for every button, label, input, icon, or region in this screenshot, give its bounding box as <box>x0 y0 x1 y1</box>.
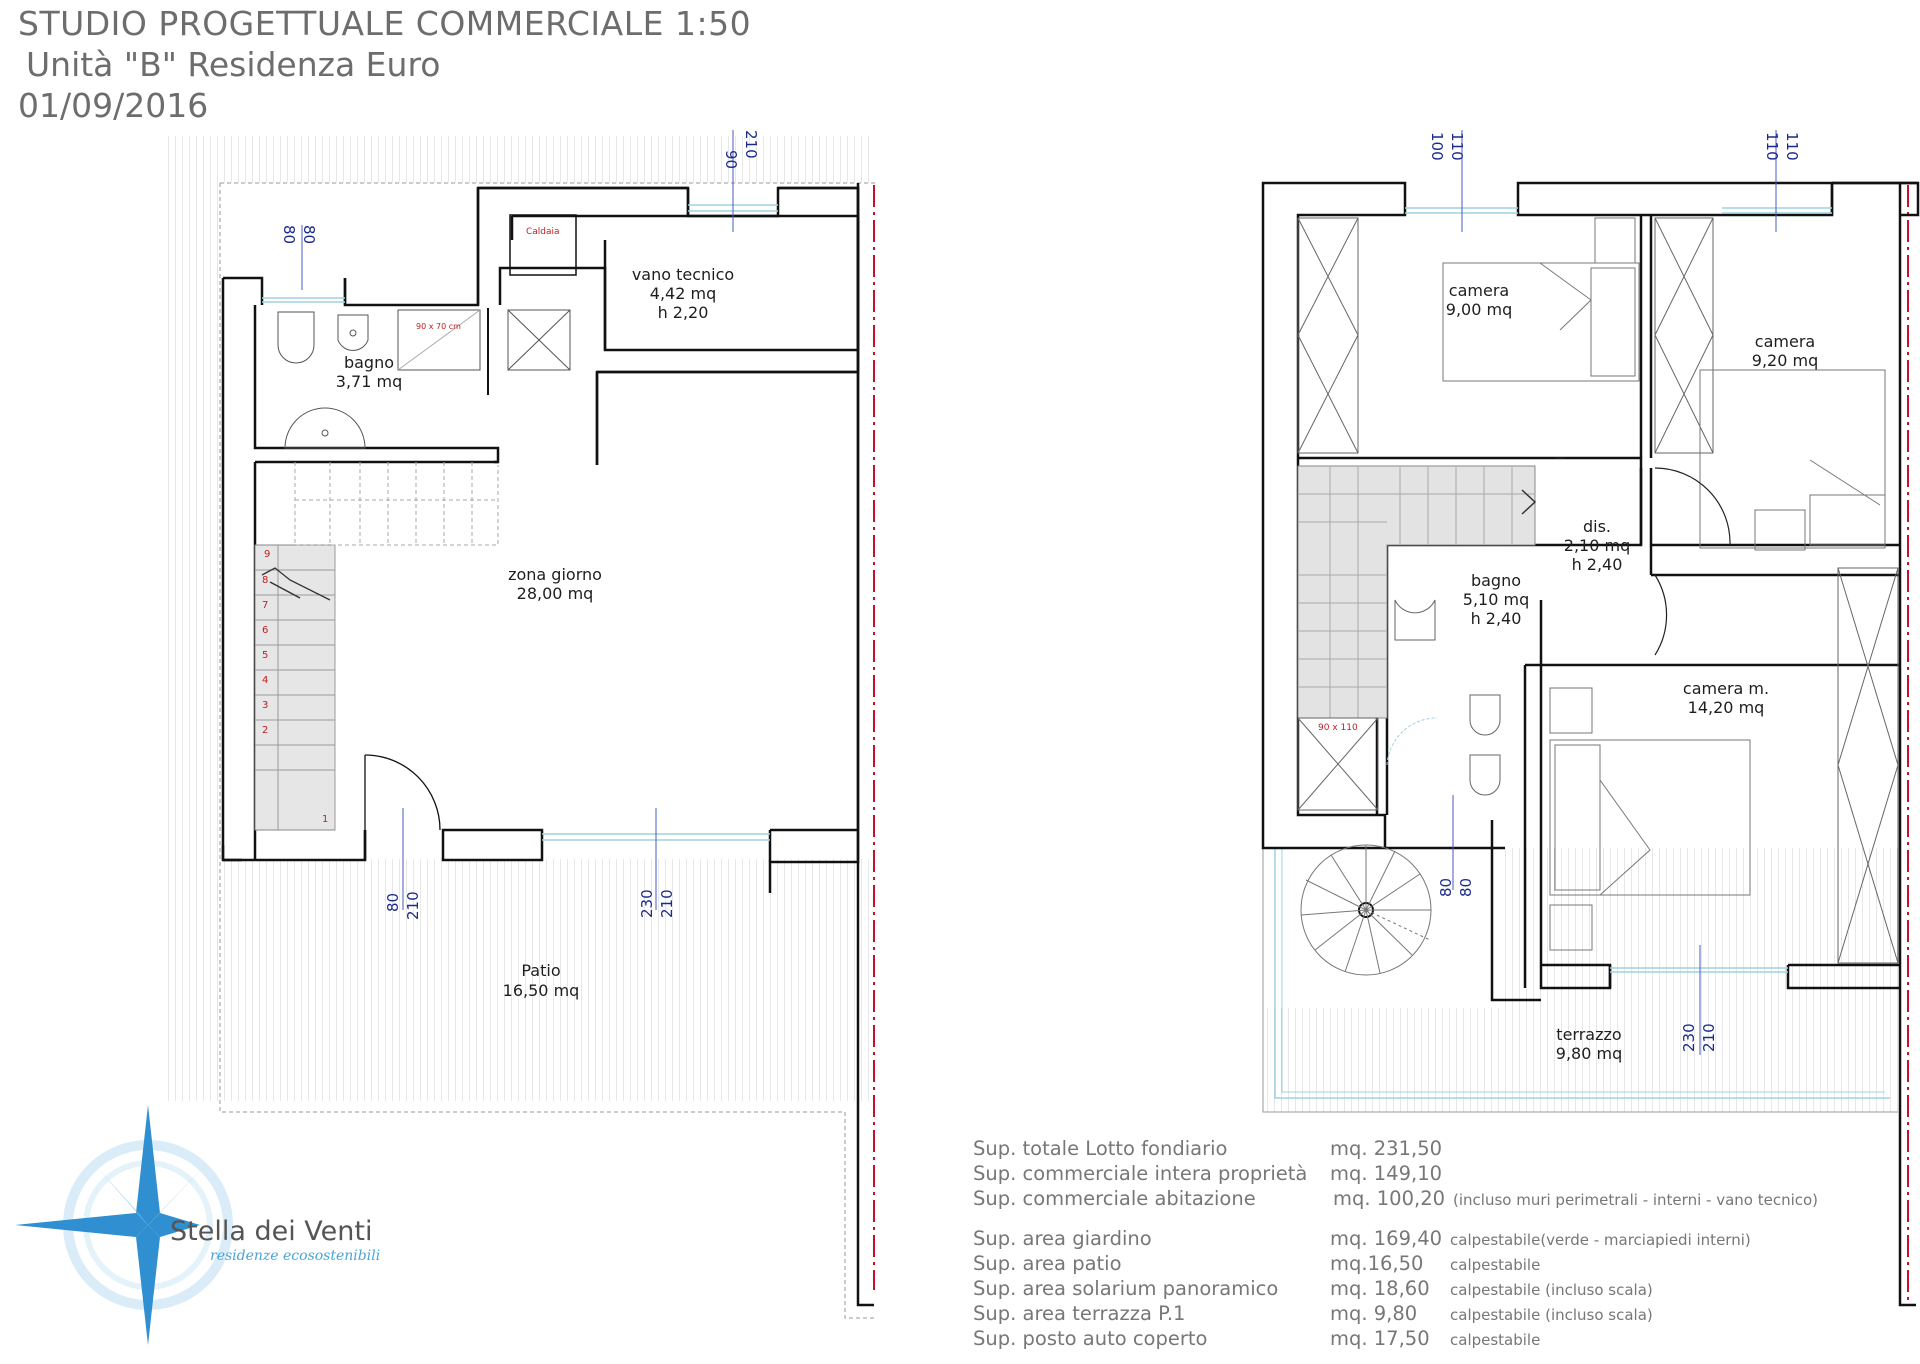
area-note: calpestabile <box>1450 1331 1541 1349</box>
patio-door-swing <box>364 754 441 831</box>
dis-area: 2,10 mq <box>1564 536 1630 555</box>
camera-m-name: camera m. <box>1683 679 1769 698</box>
stella-dei-venti-logo <box>15 1105 233 1345</box>
stair-step-4: 4 <box>262 675 268 686</box>
stair-step-1: 1 <box>322 814 328 825</box>
first-door-swings <box>1555 457 1731 656</box>
area-note: calpestabile <box>1450 1256 1541 1274</box>
ground-bagno-area: 3,71 mq <box>336 372 402 391</box>
area-note: (incluso muri perimetrali - interni - va… <box>1453 1191 1819 1209</box>
drawing-date: 01/09/2016 <box>18 86 209 125</box>
caldaia-label: Caldaia <box>526 227 560 237</box>
vano-tecnico-area: 4,42 mq <box>650 284 716 303</box>
drawing-title: STUDIO PROGETTUALE COMMERCIALE 1:50 <box>18 4 752 43</box>
area-value: mq. 169,40 <box>1330 1227 1443 1250</box>
dim-bath-80a: 80 <box>280 225 298 244</box>
area-label: Sup. commerciale intera proprietà <box>973 1162 1308 1185</box>
area-label: Sup. area solarium panoramico <box>973 1277 1279 1300</box>
dim-c1-110: 110 <box>1448 132 1466 161</box>
stair-step-6: 6 <box>262 625 268 636</box>
dim-bagno-80a: 80 <box>1437 878 1455 897</box>
area-value: mq.16,50 <box>1330 1252 1424 1275</box>
dim-door-210: 210 <box>404 891 422 920</box>
first-windows <box>1405 207 1832 973</box>
stair-step-9: 9 <box>264 549 270 560</box>
stair-step-8: 8 <box>262 575 268 586</box>
area-value: mq. 100,20 <box>1333 1187 1446 1210</box>
patio-area: 16,50 mq <box>503 981 580 1000</box>
area-label: Sup. area terrazza P.1 <box>973 1302 1186 1325</box>
area-value: mq. 18,60 <box>1330 1277 1430 1300</box>
area-value: mq. 17,50 <box>1330 1327 1430 1350</box>
terrazzo-area: 9,80 mq <box>1556 1044 1622 1063</box>
first-bagno-height: h 2,40 <box>1471 609 1522 628</box>
dim-c2-110a: 110 <box>1763 132 1781 161</box>
ground-bath-fixtures <box>277 214 577 449</box>
camera1-name: camera <box>1449 281 1509 300</box>
dim-window-210: 210 <box>658 889 676 918</box>
area-note: calpestabile(verde - marciapiedi interni… <box>1450 1231 1751 1249</box>
stair-step-2: 2 <box>262 725 268 736</box>
logo-tagline: residenze ecosostenibili <box>210 1248 381 1264</box>
wardrobes <box>1297 217 1899 964</box>
logo-name: Stella dei Venti <box>170 1216 373 1247</box>
area-label: Sup. totale Lotto fondiario <box>973 1137 1228 1160</box>
stair-step-5: 5 <box>262 650 268 661</box>
spiral-stair <box>1300 844 1432 976</box>
dim-top-210: 210 <box>742 130 760 159</box>
beds <box>1442 217 1886 951</box>
area-label: Sup. commerciale abitazione <box>973 1187 1256 1210</box>
ground-floor-plan: 9 8 7 6 5 4 3 2 1 Caldaia <box>165 130 875 1319</box>
area-note: calpestabile (incluso scala) <box>1450 1281 1653 1299</box>
ground-stairs: 9 8 7 6 5 4 3 2 1 <box>254 462 499 831</box>
terrazzo-name: terrazzo <box>1556 1025 1621 1044</box>
dim-cm-230: 230 <box>1680 1023 1698 1052</box>
first-floor-plan: 90 x 110 camera 9,00 mq camera 9,20 mq d… <box>1261 130 1920 1307</box>
first-bagno-name: bagno <box>1471 571 1521 590</box>
camera-m-area: 14,20 mq <box>1688 698 1765 717</box>
patio-name: Patio <box>521 961 560 980</box>
area-value: mq. 9,80 <box>1330 1302 1418 1325</box>
dim-top-90: 90 <box>722 150 740 169</box>
area-note: calpestabile (incluso scala) <box>1450 1306 1653 1324</box>
vano-tecnico-height: h 2,20 <box>658 303 709 322</box>
drawing-subtitle: Unità "B" Residenza Euro <box>26 45 441 84</box>
first-bath-fixtures <box>1297 599 1501 811</box>
area-label: Sup. posto auto coperto <box>973 1327 1208 1350</box>
camera1-area: 9,00 mq <box>1446 300 1512 319</box>
dim-c2-110b: 110 <box>1783 132 1801 161</box>
area-label: Sup. area giardino <box>973 1227 1152 1250</box>
zona-giorno-name: zona giorno <box>508 565 602 584</box>
first-bagno-area: 5,10 mq <box>1463 590 1529 609</box>
area-value: mq. 231,50 <box>1330 1137 1443 1160</box>
stair-step-3: 3 <box>262 700 268 711</box>
dim-door-80: 80 <box>384 893 402 912</box>
camera2-area: 9,20 mq <box>1752 351 1818 370</box>
zona-giorno-area: 28,00 mq <box>517 584 594 603</box>
dim-bath-80b: 80 <box>300 225 318 244</box>
area-value: mq. 149,10 <box>1330 1162 1443 1185</box>
ground-shower-label: 90 x 70 cm <box>416 322 461 331</box>
first-shower-label: 90 x 110 <box>1318 723 1358 733</box>
ground-bagno-name: bagno <box>344 353 394 372</box>
dim-bagno-80b: 80 <box>1457 878 1475 897</box>
dis-height: h 2,40 <box>1572 555 1623 574</box>
dim-window-230: 230 <box>638 889 656 918</box>
dim-c1-100: 100 <box>1428 132 1446 161</box>
dis-name: dis. <box>1583 517 1611 536</box>
camera2-name: camera <box>1755 332 1815 351</box>
ground-dimension-lines <box>301 130 734 910</box>
first-dimension-lines <box>1452 130 1777 1055</box>
area-label: Sup. area patio <box>973 1252 1122 1275</box>
stair-step-7: 7 <box>262 600 268 611</box>
vano-tecnico-name: vano tecnico <box>632 265 734 284</box>
dim-cm-210: 210 <box>1700 1023 1718 1052</box>
